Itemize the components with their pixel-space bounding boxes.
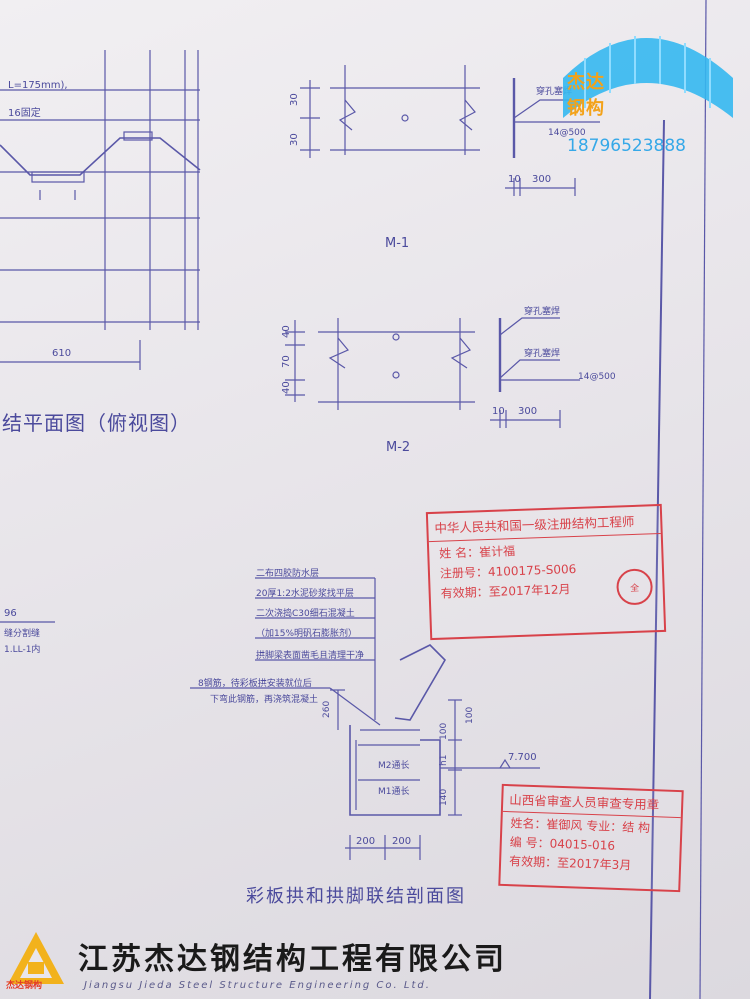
- stamp-reg: 4100175-S006: [487, 561, 577, 580]
- section-caption: 彩板拱和拱脚联结剖面图: [246, 886, 466, 907]
- layer-surface: 拱脚梁表面凿毛且清理干净: [256, 651, 365, 661]
- m2-weld-note-top: 穿孔塞焊: [524, 307, 561, 317]
- m2-dim-10: 10: [492, 406, 505, 417]
- layer-waterproof: 二布四胶防水层: [256, 569, 320, 579]
- left-note-96: 96: [4, 608, 17, 619]
- m1-weld-note: 穿孔塞焊: [536, 87, 573, 97]
- sec-dim-140: 140: [439, 788, 449, 806]
- left-note-joint: 缝分割缝: [4, 629, 41, 639]
- rebar-note-a: 8钢筋，待彩板拱安装就位后: [198, 679, 312, 689]
- rebar-note-b: 下弯此钢筋，再浇筑混凝土: [210, 695, 319, 705]
- company-footer: 杰达钢构 江苏杰达钢结构工程有限公司 Jiangsu Jieda Steel S…: [0, 920, 750, 999]
- watermark-name-2: 钢构: [567, 98, 605, 119]
- stamp-valid-label: 有效期：: [440, 585, 489, 601]
- m1-dim-300: 300: [532, 174, 552, 185]
- m1-rebar-note: 14@500: [548, 128, 586, 138]
- sec-dim-h1: h1: [439, 754, 449, 766]
- engineer-registration-stamp: 中华人民共和国一级注册结构工程师 姓 名：崔计福 注册号：4100175-S00…: [425, 503, 667, 641]
- watermark-phone: 18796523888: [567, 136, 686, 156]
- sec-dim-100-a: 100: [465, 706, 475, 724]
- arch-roof-icon: [563, 36, 733, 118]
- review-stamp: 山西省审查人员审查专用章 姓名：崔御风 专业：结 构 编 号：04015-016…: [498, 783, 684, 893]
- m1-dim-30-bottom: 30: [289, 133, 300, 146]
- stamp-name: 崔计福: [478, 544, 516, 560]
- layer-screed: 20厚1:2水泥砂浆找平层: [256, 589, 354, 599]
- plan-note-fix: 16固定: [8, 108, 41, 119]
- sec-dim-200-b: 200: [392, 836, 412, 847]
- stamp-valid: 至2017年12月: [488, 582, 571, 600]
- m1-dim-10: 10: [508, 174, 521, 185]
- m2-continuous-label: M2通长: [378, 761, 410, 771]
- sec-dim-200-a: 200: [356, 836, 376, 847]
- elevation-label: 7.700: [508, 752, 537, 763]
- company-badge-icon: [8, 932, 64, 984]
- company-name-cn: 江苏杰达钢结构工程有限公司: [78, 942, 507, 977]
- m1-label: M-1: [385, 236, 410, 251]
- badge-label: 杰达钢构: [6, 981, 43, 991]
- m2-dim-300: 300: [518, 406, 538, 417]
- sec-dim-260: 260: [322, 700, 332, 718]
- layer-concrete: 二次浇捣C30细石混凝土: [256, 609, 355, 619]
- m2-rebar-note: 14@500: [578, 372, 616, 382]
- m2-dim-70: 70: [281, 355, 292, 368]
- m1-continuous-label: M1通长: [378, 787, 410, 797]
- m2-dim-40-top: 40: [281, 325, 292, 338]
- m2-weld-note-bottom: 穿孔塞焊: [524, 349, 561, 359]
- sec-dim-100-b: 100: [439, 722, 449, 740]
- m2-label: M-2: [386, 440, 411, 455]
- left-note-ll1: 1.LL-1内: [4, 645, 41, 655]
- plan-dim-610: 610: [52, 348, 72, 359]
- layer-additive: （加15%明矾石膨胀剂）: [256, 629, 358, 639]
- company-name-en: Jiangsu Jieda Steel Structure Engineerin…: [84, 980, 431, 991]
- plan-caption: 结平面图（俯视图）: [2, 411, 191, 435]
- m1-dim-30-top: 30: [289, 93, 300, 106]
- watermark-logo: 杰达 钢构 18796523888: [555, 18, 745, 158]
- plan-note-length: L=175mm),: [8, 80, 68, 91]
- watermark-name-1: 杰达: [567, 72, 605, 93]
- stamp-reg-label: 注册号：: [439, 565, 489, 581]
- stamp-name-label: 姓 名：: [439, 545, 480, 561]
- m2-dim-40-bottom: 40: [281, 381, 292, 394]
- stamp-seal-icon: 全: [615, 568, 654, 606]
